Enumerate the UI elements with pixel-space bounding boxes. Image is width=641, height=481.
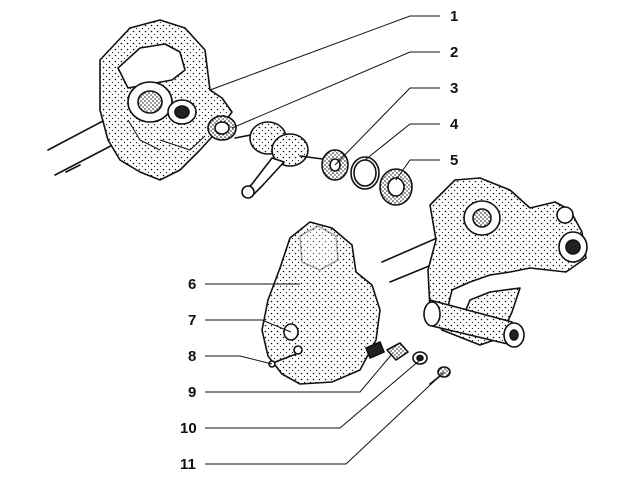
washer-3 [321,149,349,181]
callout-5: 5 [450,152,458,169]
callout-1: 1 [450,8,458,25]
crankcase-right-half [381,177,588,348]
leader-1 [209,15,440,91]
callout-3: 3 [450,80,458,97]
crankcase-left-half [47,19,233,181]
callout-4: 4 [450,116,459,133]
callout-6: 6 [188,276,196,293]
leader-7 [205,319,292,333]
callout-8: 8 [188,348,196,365]
leader-5 [395,159,440,181]
callout-7: 7 [188,312,196,329]
crankshaft [234,121,331,199]
callout-labels: 1 2 3 4 5 6 7 8 9 10 11 [180,8,459,473]
callout-10: 10 [180,420,197,437]
callout-9: 9 [188,384,196,401]
leader-8 [205,355,273,365]
leader-lines [205,15,445,465]
spacer-9 [386,342,409,361]
leader-10 [205,359,421,429]
bearing-2 [207,115,237,141]
callout-11: 11 [180,456,196,473]
leader-9 [205,353,393,393]
leader-11 [205,371,445,465]
o-ring-4 [350,156,380,190]
ball-bearing-5 [379,168,413,206]
fan-cover-6 [261,221,385,385]
leader-2 [231,51,440,129]
leader-4 [364,123,440,161]
callout-2: 2 [450,44,458,61]
leader-3 [334,87,440,166]
washer-10 [412,351,428,365]
